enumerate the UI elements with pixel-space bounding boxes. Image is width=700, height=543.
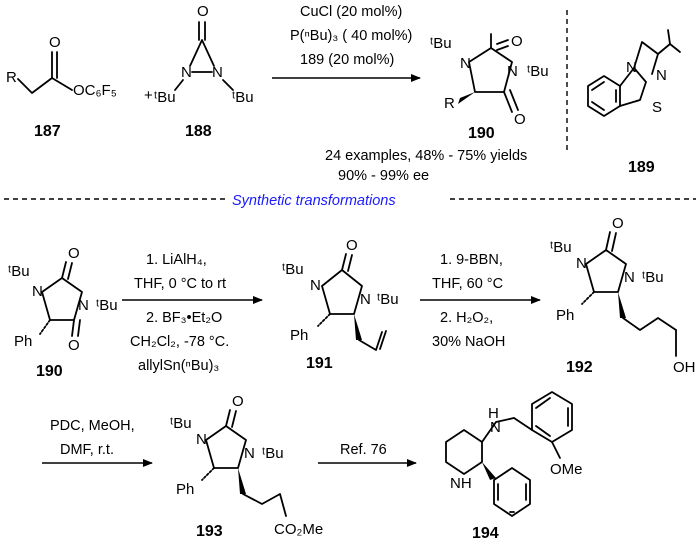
tbu-group-2: ᵗBu bbox=[262, 445, 284, 462]
condition-catalyst: CuCl (20 mol%) bbox=[300, 4, 402, 20]
compound-label-193: 193 bbox=[196, 523, 223, 540]
compound-188: O N N ᵗBu ᵗBu 188 bbox=[154, 3, 254, 140]
r-group-label: R bbox=[6, 69, 17, 86]
scope-note: 24 examples, 48% - 75% yields bbox=[325, 148, 527, 164]
carbonyl-oxygen-top: O bbox=[511, 33, 523, 50]
compound-label-191: 191 bbox=[306, 355, 333, 372]
condition-cocatalyst: 189 (20 mol%) bbox=[300, 52, 394, 68]
carbonyl-oxygen-top: O bbox=[68, 245, 80, 262]
nitrogen-1: N bbox=[181, 64, 192, 81]
tbu-group-1: ᵗBu bbox=[430, 35, 452, 52]
phenyl-label: Ph bbox=[14, 333, 32, 350]
compound-label-192: 192 bbox=[566, 359, 593, 376]
compound-label-189: 189 bbox=[628, 159, 655, 176]
step2-conditions-2: 30% NaOH bbox=[432, 334, 505, 350]
nitrogen-1: N bbox=[460, 55, 471, 72]
phenyl-label: Ph bbox=[176, 481, 194, 498]
step3-conditions-1: DMF, r.t. bbox=[60, 442, 114, 458]
nitrogen-2: N bbox=[624, 269, 635, 286]
phenyl-label: Ph bbox=[556, 307, 574, 324]
compound-190-product: O N N ᵗBu ᵗBu O R 190 bbox=[430, 33, 549, 142]
tbu-group-1: ᵗBu bbox=[550, 239, 572, 256]
tbu-group-2: ᵗBu bbox=[377, 291, 399, 308]
ring-nitrogen-1: N bbox=[626, 59, 637, 76]
condition-ligand: P(ⁿBu)₃ ( 40 mol%) bbox=[290, 28, 412, 44]
section-title: Synthetic transformations bbox=[232, 193, 396, 209]
compound-187: R O OC₆F₅ 187 bbox=[6, 34, 117, 140]
compound-label-188: 188 bbox=[185, 123, 212, 140]
hydroxyl-group: OH bbox=[673, 359, 696, 376]
carbonyl-oxygen-bottom: O bbox=[68, 337, 80, 354]
compound-label-190: 190 bbox=[468, 125, 495, 142]
compound-label-194: 194 bbox=[472, 525, 499, 542]
ring-nitrogen-2: N bbox=[656, 67, 667, 84]
tbu-group-right: ᵗBu bbox=[232, 89, 254, 106]
carbonyl-oxygen: O bbox=[346, 237, 358, 254]
nitrogen-2: N bbox=[78, 297, 89, 314]
methoxy-group: OMe bbox=[550, 461, 583, 478]
amine-hydrogen: H bbox=[488, 405, 499, 422]
step3-reagent-1: PDC, MeOH, bbox=[50, 418, 135, 434]
carbonyl-oxygen-bottom: O bbox=[514, 111, 526, 128]
ester-group: OC₆F₅ bbox=[73, 82, 117, 99]
compound-194: H N OMe NH 194 bbox=[445, 391, 583, 542]
tbu-group-1: ᵗBu bbox=[8, 263, 30, 280]
carbonyl-oxygen: O bbox=[612, 215, 624, 232]
carbonyl-oxygen: O bbox=[49, 34, 61, 51]
tbu-group-1: ᵗBu bbox=[282, 261, 304, 278]
step2-reagent-1: 1. 9-BBN, bbox=[440, 252, 503, 268]
nitrogen-2: N bbox=[507, 63, 518, 80]
compound-190-start: O N N ᵗBu ᵗBu O Ph 190 bbox=[8, 245, 118, 380]
tbu-group-1: ᵗBu bbox=[170, 415, 192, 432]
carbonyl-oxygen: O bbox=[232, 393, 244, 410]
nitrogen-1: N bbox=[576, 255, 587, 272]
compound-label-190-start: 190 bbox=[36, 363, 63, 380]
compound-192: O N N ᵗBu ᵗBu Ph OH 192 bbox=[550, 215, 696, 376]
carbonyl-oxygen: O bbox=[197, 3, 209, 20]
compound-191: O N N ᵗBu ᵗBu Ph 191 bbox=[282, 237, 399, 372]
nitrogen-2: N bbox=[212, 64, 223, 81]
tbu-group-left: ᵗBu bbox=[154, 89, 176, 106]
nitrogen-2: N bbox=[244, 445, 255, 462]
methyl-ester: CO₂Me bbox=[274, 521, 323, 538]
step2-conditions-1: THF, 60 °C bbox=[432, 276, 503, 292]
reaction-arrow-2: 1. LiAlH₄, THF, 0 °C to rt 2. BF₃•Et₂O C… bbox=[122, 252, 263, 374]
tbu-group-2: ᵗBu bbox=[642, 269, 664, 286]
step2-reagent-2: 2. H₂O₂, bbox=[440, 310, 493, 326]
step1-reagent-1: 1. LiAlH₄, bbox=[146, 252, 207, 268]
plus-sign: + bbox=[144, 87, 153, 104]
ee-note: 90% - 99% ee bbox=[338, 168, 429, 184]
ring-nh: NH bbox=[450, 475, 472, 492]
step1-conditions-1: THF, 0 °C to rt bbox=[134, 276, 226, 292]
nitrogen-1: N bbox=[32, 283, 43, 300]
step1-reagent-3: allylSn(ⁿBu)₃ bbox=[138, 358, 219, 374]
reaction-arrow-4: PDC, MeOH, DMF, r.t. bbox=[42, 418, 153, 467]
compound-193: O N N ᵗBu ᵗBu Ph CO₂Me 193 bbox=[170, 393, 323, 540]
reaction-arrow-1: CuCl (20 mol%) P(ⁿBu)₃ ( 40 mol%) 189 (2… bbox=[272, 4, 421, 82]
reaction-arrow-5: Ref. 76 bbox=[318, 442, 417, 467]
tbu-group-2: ᵗBu bbox=[96, 297, 118, 314]
compound-189-catalyst: N N S 189 bbox=[587, 29, 681, 176]
compound-label-187: 187 bbox=[34, 123, 61, 140]
nitrogen-1: N bbox=[196, 431, 207, 448]
reaction-arrow-3: 1. 9-BBN, THF, 60 °C 2. H₂O₂, 30% NaOH bbox=[420, 252, 541, 350]
nitrogen-1: N bbox=[310, 277, 321, 294]
step1-conditions-2: CH₂Cl₂, -78 °C. bbox=[130, 334, 229, 350]
r-group-label: R bbox=[444, 95, 455, 112]
phenyl-label: Ph bbox=[290, 327, 308, 344]
tbu-group-2: ᵗBu bbox=[527, 63, 549, 80]
step4-reference: Ref. 76 bbox=[340, 442, 387, 458]
amine-nitrogen: N bbox=[490, 419, 501, 436]
ring-sulfur: S bbox=[652, 99, 662, 116]
step1-reagent-2: 2. BF₃•Et₂O bbox=[146, 310, 222, 326]
nitrogen-2: N bbox=[360, 291, 371, 308]
